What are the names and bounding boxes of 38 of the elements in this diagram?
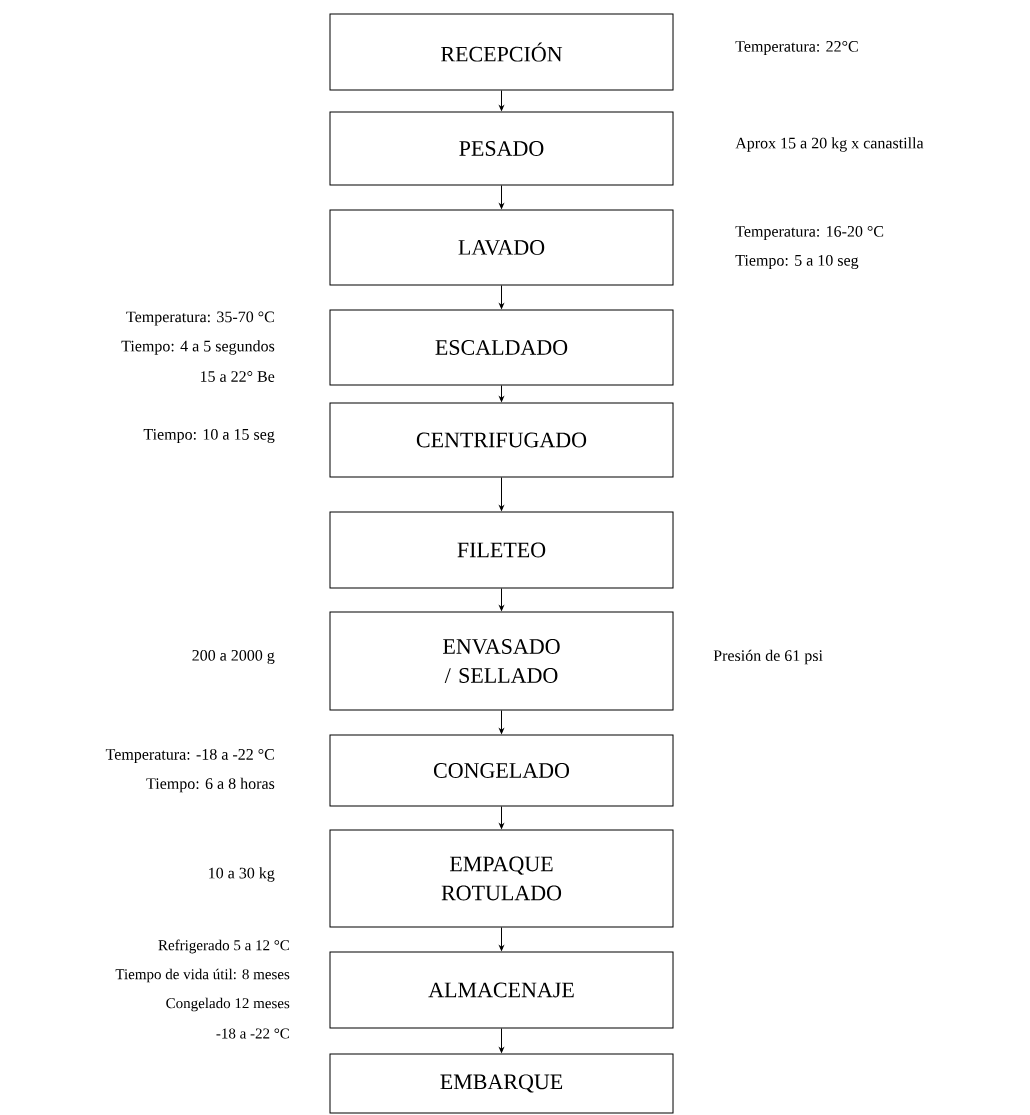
annotation-text: Tiempo: 6 a 8 horas: [146, 777, 275, 793]
annotation-text: Presión de 61 psi: [713, 649, 823, 665]
annotation-text: Tiempo de vida útil: 8 meses: [115, 968, 290, 983]
arrow: [499, 185, 504, 209]
arrow: [499, 285, 504, 309]
annotation-text: 200 a 2000 g: [192, 649, 275, 665]
annotation-text: Temperatura: 35-70 °C: [126, 311, 274, 326]
process-box: ENVASADO / SELLADO: [329, 611, 674, 711]
arrow: [499, 806, 504, 829]
annotation-text: Temperatura: 16-20 °C: [735, 226, 884, 240]
arrow: [499, 588, 504, 611]
arrow: [499, 1028, 504, 1053]
annotation-text: Tiempo: 4 a 5 segundos: [121, 340, 275, 355]
annotation-text: -18 a -22 °C: [216, 1028, 289, 1039]
process-box: CENTRIFUGADO: [329, 402, 674, 478]
annotation-text: 15 a 22° Be: [200, 371, 275, 382]
annotation-text: 10 a 30 kg: [209, 867, 275, 882]
annotation-text: Aprox 15 a 20 kg x canastilla: [735, 137, 924, 152]
annotation-text: Congelado 12 meses: [166, 997, 290, 1012]
process-box: CONGELADO: [329, 734, 674, 807]
process-box: EMBARQUE: [329, 1053, 674, 1114]
process-box: PESADO: [329, 111, 674, 186]
arrow: [499, 927, 504, 951]
arrow: [499, 710, 504, 734]
process-box: EMPAQUE ROTULADO: [329, 829, 674, 928]
arrow: [499, 385, 504, 402]
arrow: [499, 90, 504, 111]
arrow: [499, 477, 504, 511]
process-box: FILETEO: [329, 511, 674, 589]
process-box: ALMACENAJE: [329, 951, 674, 1029]
process-box: LAVADO: [329, 209, 674, 286]
process-box: ESCALDADO: [329, 309, 674, 386]
annotation-text: Tiempo: 5 a 10 seg: [735, 254, 859, 270]
annotation-text: Temperatura: -18 a -22 °C: [105, 749, 274, 764]
annotation-text: Tiempo: 10 a 15 seg: [143, 428, 275, 444]
annotation-text: Temperatura: 22°C: [735, 41, 858, 55]
process-box: RECEPCIÓN: [329, 13, 674, 91]
annotation-text: Refrigerado 5 a 12 °C: [158, 939, 289, 954]
